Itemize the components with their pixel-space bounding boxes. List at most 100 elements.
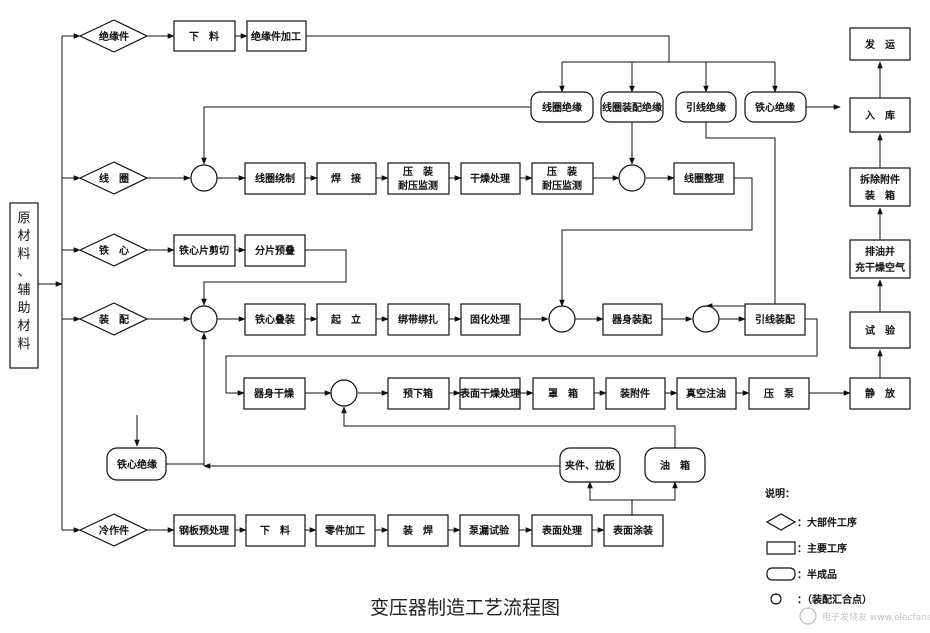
- step-box: 装附件: [605, 377, 666, 410]
- junction-body-assembly: [548, 305, 576, 333]
- svg-text:绝缘件: 绝缘件: [99, 30, 129, 43]
- svg-text:表面干燥处理: 表面干燥处理: [459, 387, 520, 400]
- diamond-coil: 线 圈: [78, 161, 149, 195]
- svg-text:罩 箱: 罩 箱: [548, 387, 578, 400]
- step-box: 铁心叠装: [244, 303, 306, 336]
- svg-text:装 焊: 装 焊: [402, 524, 433, 537]
- semi-product: 引线绝缘: [675, 91, 737, 123]
- svg-text:入 库: 入 库: [865, 109, 895, 122]
- svg-text:固化处理: 固化处理: [470, 313, 510, 326]
- semi-product: 夹件、拉板: [559, 447, 621, 483]
- junction-coil: [190, 164, 218, 192]
- step-box: 下 料: [245, 514, 306, 547]
- legend-item: ：半成品: [797, 568, 837, 581]
- svg-text:绝缘件加工: 绝缘件加工: [251, 30, 301, 43]
- svg-text:铁心绝缘: 铁心绝缘: [755, 101, 795, 114]
- step-box: 分片预叠: [244, 234, 306, 267]
- legend-circle-icon: [770, 593, 782, 605]
- step-box: 起 立: [316, 303, 377, 336]
- step-box: 表面干燥处理: [459, 377, 521, 410]
- step-box: 压 泵: [748, 377, 810, 410]
- svg-text:发 运: 发 运: [864, 38, 895, 51]
- svg-text:铁 心: 铁 心: [99, 244, 129, 257]
- svg-text:钢板预处理: 钢板预处理: [179, 524, 229, 537]
- svg-text:电子发烧友 www.elecfans.com: 电子发烧友 www.elecfans.com: [822, 611, 930, 623]
- step-box: 下 料: [173, 20, 236, 52]
- diamond-insulation: 绝缘件: [78, 19, 149, 53]
- step-box: 预下箱: [387, 377, 450, 410]
- step-box: 拆除附件装 箱: [849, 167, 911, 207]
- step-two-line-label: 压 装耐压监测: [542, 165, 582, 192]
- svg-text:油 箱: 油 箱: [660, 459, 690, 472]
- legend-item: ：（装配汇合点）: [797, 593, 872, 606]
- legend-title: 说明：: [765, 487, 795, 500]
- svg-text:静 放: 静 放: [865, 387, 896, 400]
- step-box: 线圈整理: [673, 162, 735, 195]
- semi-product: 线圈绝缘: [530, 91, 594, 123]
- svg-text:干燥处理: 干燥处理: [470, 172, 510, 185]
- diamond-cold-work: 冷作件: [78, 513, 149, 547]
- step-box: 排油并充干燥空气: [849, 239, 911, 279]
- semi-product: 铁心绝缘: [744, 91, 807, 123]
- svg-text:线圈绝缘: 线圈绝缘: [542, 101, 582, 114]
- step-box: 器身干燥: [243, 377, 306, 410]
- step-box: 器身装配: [602, 303, 663, 336]
- step-box: 零件加工: [315, 514, 376, 547]
- legend-item: ：主要工序: [797, 542, 847, 555]
- step-two-line-label: 拆除附件装 箱: [860, 173, 900, 202]
- flow-lines: [38, 33, 883, 533]
- step-box: 装 焊: [387, 514, 449, 547]
- legend-item: ：大部件工序: [797, 516, 857, 529]
- step-two-line-label: 压 装耐压监测: [398, 165, 438, 192]
- raw-material-label: 原材料、辅助材料: [17, 211, 30, 352]
- step-two-line-label: 排油并充干燥空气: [855, 245, 905, 274]
- watermark-logo: 电子发烧友 www.elecfans.com: [799, 607, 930, 625]
- svg-text:引线绝缘: 引线绝缘: [686, 101, 726, 114]
- svg-text:表面涂装: 表面涂装: [612, 524, 653, 537]
- svg-text:铁心叠装: 铁心叠装: [255, 313, 295, 326]
- step-box: 真空注油: [676, 377, 737, 410]
- legend-rect-icon: [766, 541, 796, 555]
- step-box: 发 运: [849, 27, 911, 61]
- step-box: 压 装耐压监测: [531, 162, 594, 195]
- svg-text:分片预叠: 分片预叠: [255, 244, 295, 257]
- step-box: 入 库: [849, 97, 911, 133]
- raw-material-box: [9, 202, 39, 369]
- svg-text:引线装配: 引线装配: [755, 313, 795, 326]
- step-box: 钢板预处理: [173, 514, 236, 547]
- svg-text:焊 接: 焊 接: [331, 172, 361, 185]
- diamond-core: 铁 心: [78, 233, 149, 267]
- svg-text:装附件: 装附件: [619, 387, 650, 400]
- diagram-caption: 变压器制造工艺流程图: [370, 597, 560, 619]
- svg-text:线圈绕制: 线圈绕制: [255, 172, 295, 185]
- svg-text:冷作件: 冷作件: [99, 524, 129, 537]
- step-box: 线圈绕制: [244, 162, 306, 195]
- svg-text:装 配: 装 配: [98, 313, 129, 326]
- svg-text:线圈装配绝缘: 线圈装配绝缘: [602, 101, 662, 114]
- svg-text:下 料: 下 料: [260, 524, 290, 537]
- semi-product: 油 箱: [644, 447, 706, 483]
- step-box: 压 装耐压监测: [387, 162, 450, 195]
- step-box: 绑带绑扎: [387, 303, 450, 336]
- svg-text:试 验: 试 验: [865, 324, 896, 337]
- step-box: 绝缘件加工: [246, 20, 307, 52]
- step-box: 铁心片剪切: [173, 234, 236, 267]
- svg-text:表面处理: 表面处理: [541, 524, 582, 537]
- junction-body-tank: [330, 379, 358, 407]
- semi-product: 铁心绝缘: [106, 447, 167, 481]
- step-box: 试 验: [849, 311, 911, 349]
- step-box: 静 放: [849, 377, 911, 410]
- step-box: 表面涂装: [603, 514, 664, 547]
- svg-text:绑带绑扎: 绑带绑扎: [398, 313, 438, 326]
- legend: 说明： ：大部件工序 ：主要工序 ：半成品 ：（装配汇合点）: [765, 487, 872, 606]
- svg-text:铁心片剪切: 铁心片剪切: [179, 244, 229, 257]
- svg-text:夹件、拉板: 夹件、拉板: [565, 459, 616, 472]
- legend-rounded-icon: [766, 567, 796, 581]
- svg-text:下 料: 下 料: [189, 30, 219, 43]
- legend-diamond-icon: [765, 513, 797, 531]
- svg-text:线圈整理: 线圈整理: [684, 172, 724, 185]
- svg-text:器身干燥: 器身干燥: [253, 387, 295, 400]
- junction-core-stack: [190, 305, 218, 333]
- svg-text:泵漏试验: 泵漏试验: [469, 524, 510, 537]
